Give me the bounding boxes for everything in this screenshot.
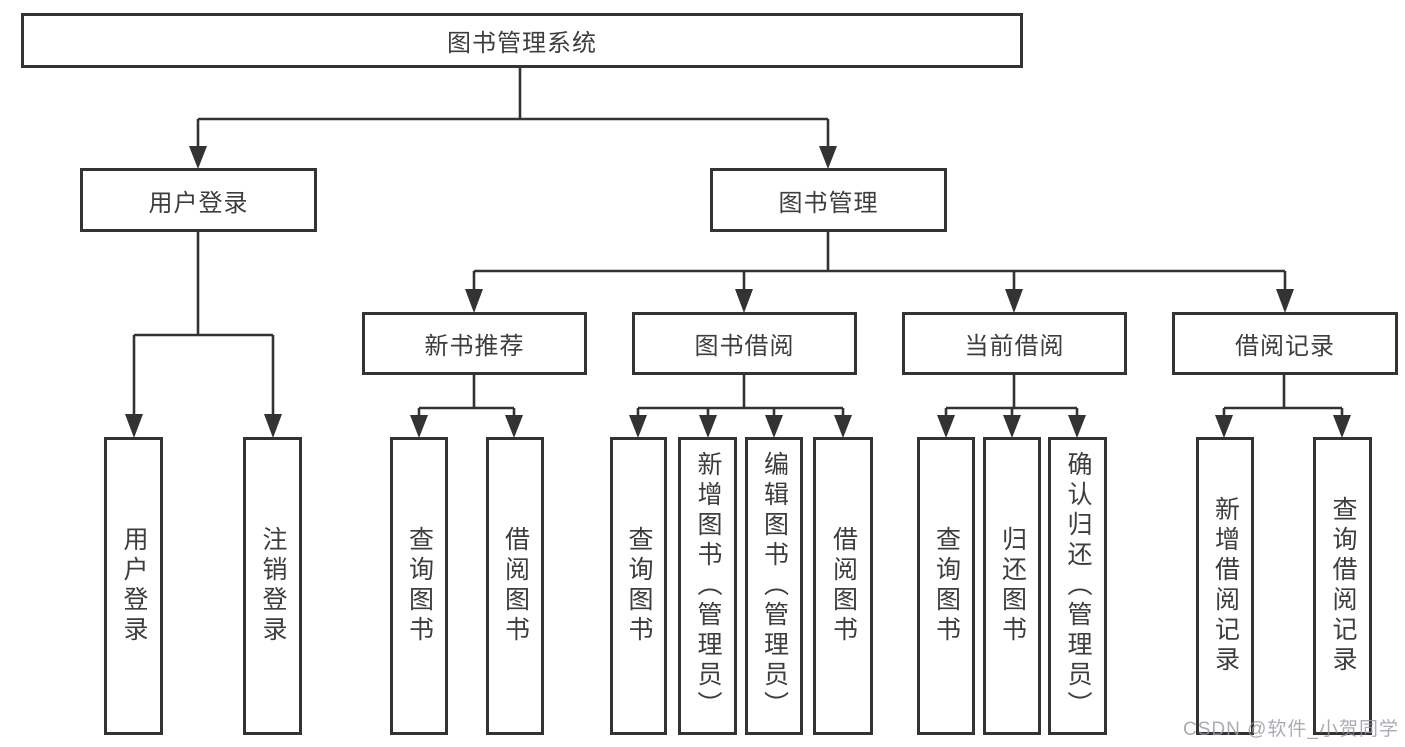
leaf-query-books-borrow: 查询图书 (610, 437, 667, 735)
leaf-user-login: 用户登录 (104, 437, 163, 735)
leaf-add-book-admin-label: 新增图书（管理员） (694, 451, 722, 721)
node-user-login: 用户登录 (80, 168, 317, 232)
leaf-logout: 注销登录 (243, 437, 302, 735)
edge-book-borrow-split (629, 375, 852, 438)
node-book-management-label: 图书管理 (778, 189, 879, 217)
leaf-confirm-return-admin-label: 确认归还（管理员） (1064, 451, 1092, 721)
leaf-return-book-label: 归还图书 (998, 526, 1027, 646)
edge-root-split (189, 68, 837, 169)
leaf-borrow-books-recommend-label: 借阅图书 (501, 526, 530, 646)
node-new-book-recommendation: 新书推荐 (362, 312, 587, 375)
leaf-borrow-books-2: 借阅图书 (813, 437, 873, 735)
edge-current-borrow-split (937, 375, 1086, 438)
node-borrowing-records: 借阅记录 (1172, 312, 1398, 375)
edge-new-book-split (410, 375, 523, 438)
leaf-confirm-return-admin: 确认归还（管理员） (1048, 437, 1107, 735)
leaf-add-borrow-record-label: 新增借阅记录 (1211, 496, 1240, 676)
leaf-add-book-admin: 新增图书（管理员） (678, 437, 737, 735)
edge-records-split (1215, 375, 1351, 438)
node-book-management: 图书管理 (710, 168, 947, 232)
node-current-borrowing: 当前借阅 (902, 312, 1127, 375)
leaf-borrow-books-recommend: 借阅图书 (486, 437, 544, 735)
leaf-return-book: 归还图书 (983, 437, 1041, 735)
leaf-borrow-books-2-label: 借阅图书 (829, 526, 858, 646)
node-book-borrowing: 图书借阅 (632, 312, 857, 375)
leaf-user-login-label: 用户登录 (120, 526, 148, 646)
leaf-query-borrow-record-label: 查询借阅记录 (1329, 496, 1357, 676)
node-new-book-recommendation-label: 新书推荐 (424, 333, 525, 360)
leaf-query-books-current: 查询图书 (917, 437, 975, 735)
node-current-borrowing-label: 当前借阅 (964, 333, 1065, 360)
leaf-query-books-recommend: 查询图书 (390, 437, 448, 735)
node-user-login-label: 用户登录 (148, 189, 249, 217)
leaf-add-borrow-record: 新增借阅记录 (1196, 437, 1254, 735)
leaf-query-books-borrow-label: 查询图书 (625, 526, 653, 646)
edge-user-login-split (125, 232, 282, 438)
leaf-query-books-recommend-label: 查询图书 (405, 526, 434, 646)
edge-book-management-split (465, 232, 1294, 313)
node-root-label: 图书管理系统 (447, 30, 597, 57)
node-book-borrowing-label: 图书借阅 (694, 333, 795, 360)
leaf-edit-book-admin-label: 编辑图书（管理员） (760, 451, 789, 721)
leaf-edit-book-admin: 编辑图书（管理员） (745, 437, 803, 735)
csdn-watermark: CSDN @软件_小贺同学 (1183, 719, 1399, 740)
leaf-logout-label: 注销登录 (259, 526, 287, 646)
node-borrowing-records-label: 借阅记录 (1235, 333, 1335, 360)
leaf-query-borrow-record: 查询借阅记录 (1313, 437, 1372, 735)
node-root: 图书管理系统 (21, 13, 1023, 68)
leaf-query-books-current-label: 查询图书 (932, 526, 961, 646)
